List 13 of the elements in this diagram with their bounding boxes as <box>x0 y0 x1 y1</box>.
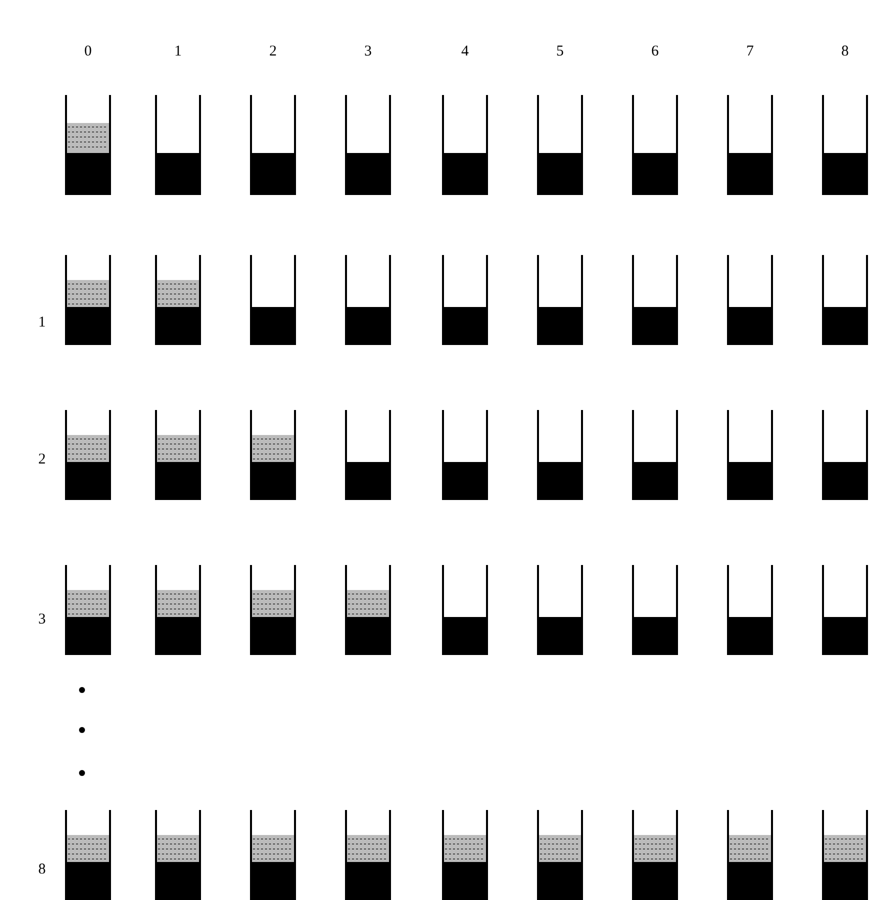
row-label: 1 <box>38 314 46 332</box>
column-label: 1 <box>174 44 182 60</box>
column-label: 4 <box>461 44 469 60</box>
column-label: 5 <box>556 44 564 60</box>
row-label: 3 <box>38 612 46 628</box>
column-label: 7 <box>746 44 754 60</box>
column-label: 6 <box>651 44 659 60</box>
column-label: 2 <box>269 44 277 60</box>
column-label: 3 <box>364 44 372 60</box>
row-label: 8 <box>38 862 46 878</box>
row-label: 2 <box>38 452 46 468</box>
column-label: 0 <box>84 44 92 60</box>
column-label: 8 <box>841 44 849 60</box>
